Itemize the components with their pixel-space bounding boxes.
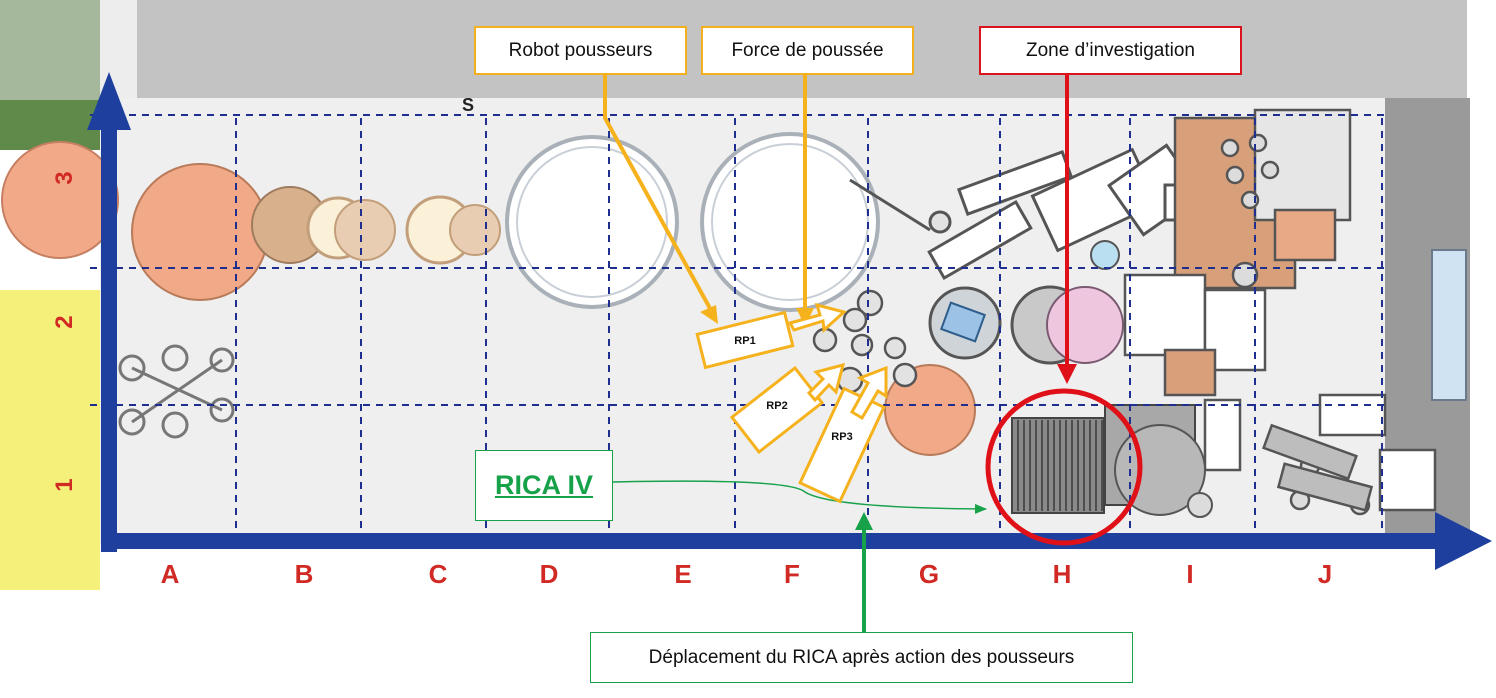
column-label-a: A [161, 559, 180, 589]
callout-push-force-text: Force de poussée [731, 39, 884, 61]
callout-push-force: Force de poussée [701, 26, 914, 75]
location-grid [90, 114, 1390, 530]
column-label-f: F [784, 559, 800, 589]
row-label-2: 2 [51, 315, 78, 328]
investigation-arrowhead [1057, 364, 1077, 384]
push-arrow-rp2 [806, 362, 846, 403]
row-label-1: 1 [51, 478, 78, 491]
rica-path-line [611, 480, 987, 514]
column-label-h: H [1053, 559, 1072, 589]
column-label-b: B [295, 559, 314, 589]
rp3-label: RP3 [831, 431, 852, 443]
left-light-strip [0, 0, 137, 100]
right-window [1431, 249, 1467, 401]
column-label-g: G [919, 559, 939, 589]
y-axis-arrowhead [87, 72, 131, 130]
callout-robot-pusher: Robot pousseurs [474, 26, 687, 75]
x-axis-arrowhead [1435, 512, 1492, 570]
column-label-e: E [674, 559, 691, 589]
rp2-label: RP2 [766, 400, 787, 412]
column-label-c: C [429, 559, 448, 589]
row-label-3: 3 [51, 171, 78, 184]
corner-mark-s: S [462, 95, 474, 115]
callout-rica-text: RICA IV [494, 470, 593, 500]
column-label-j: J [1318, 559, 1332, 589]
column-label-i: I [1186, 559, 1193, 589]
equipment-small-rings-A [118, 344, 235, 439]
x-axis-line [101, 533, 1453, 549]
callout-displacement: Déplacement du RICA après action des pou… [590, 632, 1133, 683]
robot-pusher-connector [603, 75, 714, 313]
push-arrow-rp3 [849, 365, 888, 421]
callout-displacement-text: Déplacement du RICA après action des pou… [648, 646, 1075, 668]
callout-robot-pusher-text: Robot pousseurs [508, 39, 653, 61]
equipment-cluster-IJ [1123, 108, 1437, 516]
displacement-arrowhead [855, 512, 873, 530]
left-yellow-area [0, 290, 100, 590]
axes [87, 72, 1492, 570]
pusher-robots [695, 302, 888, 504]
column-label-d: D [540, 559, 559, 589]
connectors [603, 75, 1077, 632]
rp1-label: RP1 [734, 335, 755, 347]
push-arrow-rp1 [787, 302, 848, 334]
robot-pusher-arrowhead [700, 305, 718, 324]
equipment-grating-H [1011, 404, 1213, 518]
y-axis-line [101, 115, 117, 552]
robot-rp1 [695, 310, 795, 370]
push-force-arrowhead [796, 308, 814, 326]
callout-rica: RICA IV [475, 450, 613, 521]
robot-rp2 [729, 365, 825, 455]
equipment-row-3 [1, 132, 880, 312]
callout-investigation-zone: Zone d’investigation [979, 26, 1242, 75]
row-labels: 1 2 3 [51, 171, 78, 491]
column-labels: A B C D E F G H I J [161, 559, 1333, 589]
investigation-zone-circle [985, 388, 1143, 546]
callout-investigation-zone-text: Zone d’investigation [1026, 39, 1195, 61]
